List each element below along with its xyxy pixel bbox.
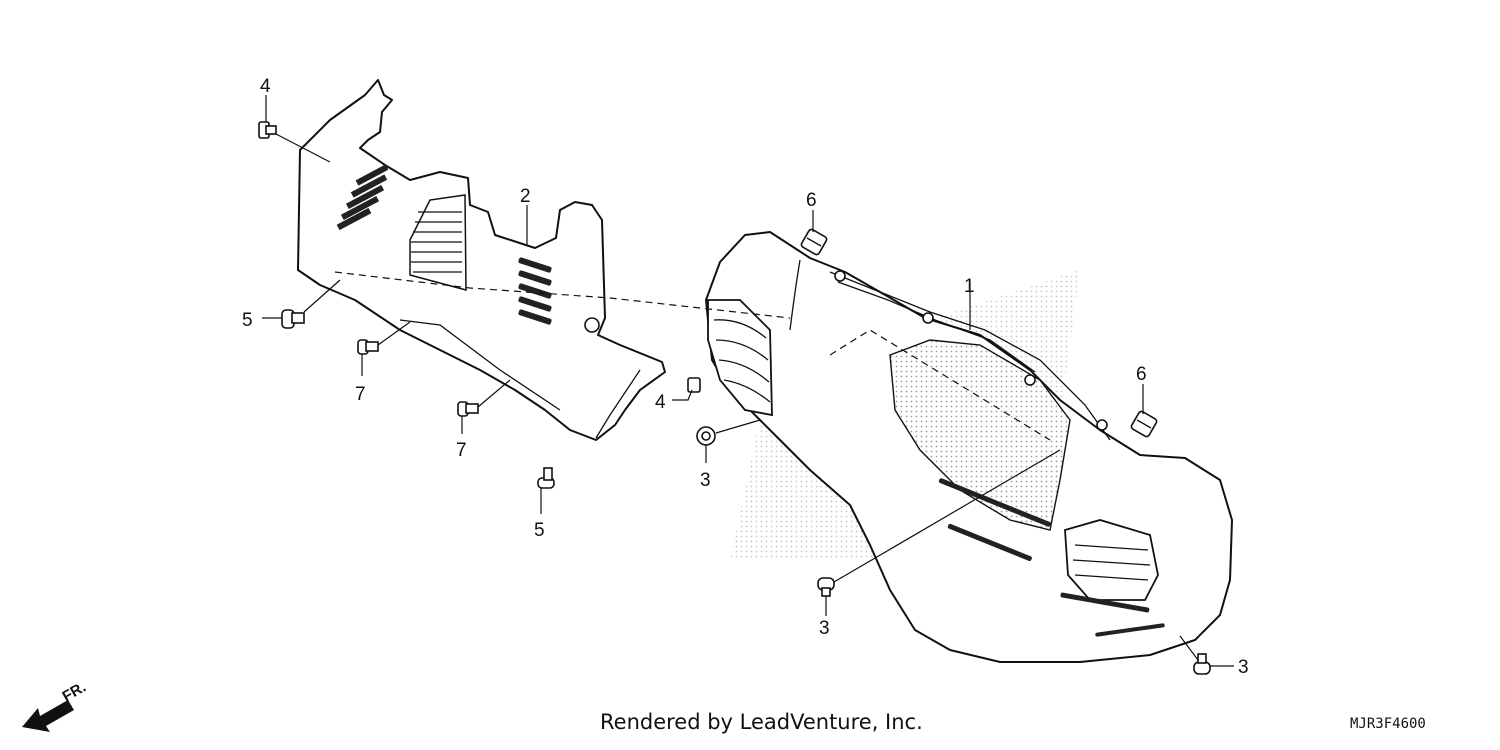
callout-3-bottom: 3 bbox=[819, 618, 830, 639]
leader-lines bbox=[262, 95, 1234, 667]
callout-1: 1 bbox=[964, 276, 975, 297]
front-direction-indicator: FR. bbox=[22, 679, 89, 732]
callout-7-lower: 7 bbox=[456, 440, 467, 461]
underside-slots bbox=[938, 478, 1165, 637]
front-grille bbox=[707, 299, 773, 417]
mounting-rail bbox=[829, 270, 1111, 441]
clip-7-upper[interactable] bbox=[357, 339, 379, 355]
vent-slots-upper bbox=[336, 164, 389, 231]
callout-2: 2 bbox=[520, 186, 531, 207]
clip-7-lower[interactable] bbox=[457, 401, 479, 417]
bolt-5-bottom[interactable] bbox=[537, 467, 555, 489]
callouts: 4 2 6 1 5 6 7 4 7 3 5 3 3 bbox=[242, 76, 1249, 678]
rear-vent bbox=[1064, 519, 1159, 601]
alignment-lines bbox=[334, 271, 1051, 441]
callout-7-upper: 7 bbox=[355, 384, 366, 405]
render-credit: Rendered by LeadVenture, Inc. bbox=[600, 710, 923, 734]
clip-6-right[interactable] bbox=[1130, 410, 1158, 438]
front-arrow-icon bbox=[22, 700, 74, 732]
callout-3-left: 3 bbox=[700, 470, 711, 491]
vent-slots-lower bbox=[518, 257, 552, 325]
part-1-under-cowl[interactable] bbox=[705, 231, 1233, 663]
callout-3-right: 3 bbox=[1238, 657, 1249, 678]
callout-4-lower: 4 bbox=[655, 392, 666, 413]
callout-6-right: 6 bbox=[1136, 364, 1147, 385]
vent-grille bbox=[409, 194, 467, 291]
bolt-5-left[interactable] bbox=[281, 309, 305, 329]
front-label: FR. bbox=[60, 679, 89, 706]
diagram-code: MJR3F4600 bbox=[1350, 716, 1426, 732]
part-2-inner-cowl[interactable] bbox=[297, 79, 666, 441]
screw-4-upper[interactable] bbox=[258, 121, 277, 139]
callout-5-bottom: 5 bbox=[534, 520, 545, 541]
clip-6-upper[interactable] bbox=[800, 228, 828, 256]
callout-5-left: 5 bbox=[242, 310, 253, 331]
side-panel-outline bbox=[889, 339, 1071, 531]
hardware-fasteners bbox=[258, 121, 1211, 675]
bolt-3-bottom[interactable] bbox=[817, 577, 835, 597]
bolt-3-right[interactable] bbox=[1193, 653, 1211, 675]
callout-4-upper: 4 bbox=[260, 76, 271, 97]
grommet-3-left[interactable] bbox=[696, 426, 716, 446]
mount-hole bbox=[584, 317, 600, 333]
screw-4-lower[interactable] bbox=[687, 377, 701, 393]
callout-6-upper: 6 bbox=[806, 190, 817, 211]
